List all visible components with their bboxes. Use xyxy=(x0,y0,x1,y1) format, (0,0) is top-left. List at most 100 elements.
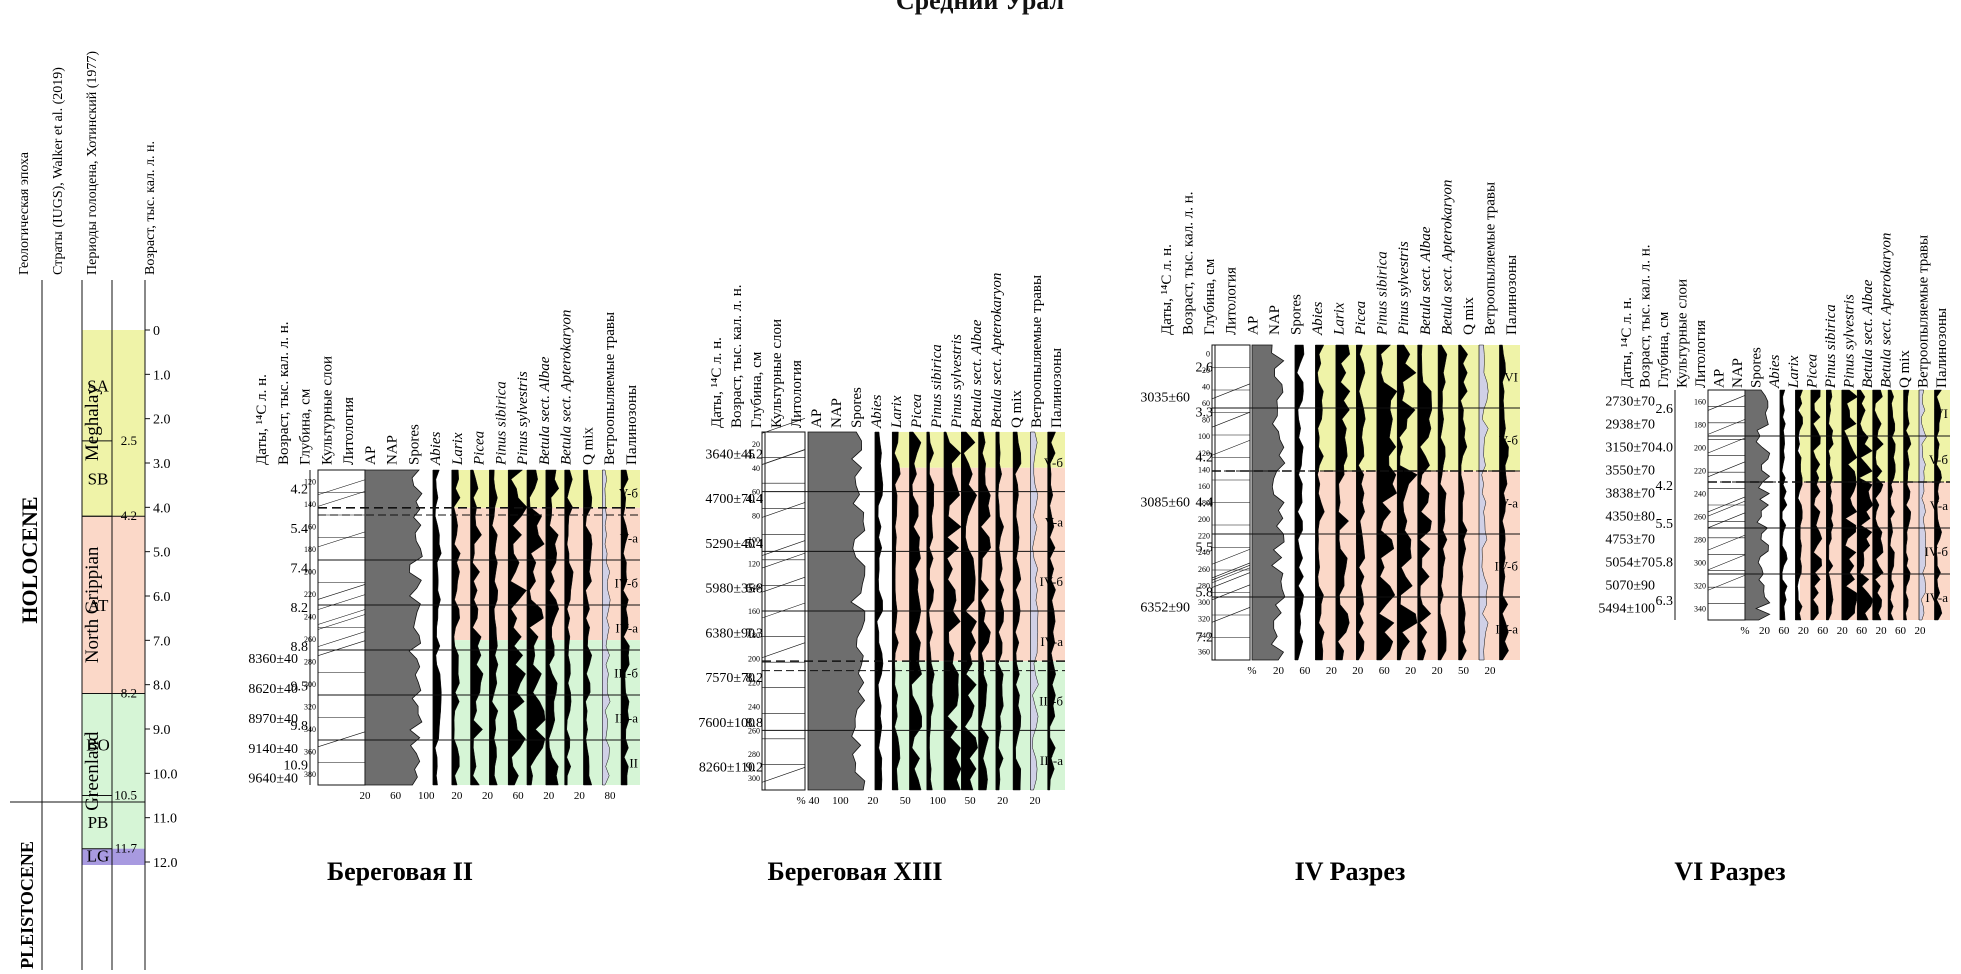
diagram-2-column-header: Литология xyxy=(789,360,805,428)
diagram-2-x-tick-label: 100 xyxy=(929,795,946,807)
period-label-pb: PB xyxy=(88,813,109,832)
diagram-1-column-header: Pinus sibirica xyxy=(493,381,509,466)
diagram-1-taxon-curve xyxy=(564,469,574,786)
diagram-1-column-header: Даты, ¹⁴С л. н. xyxy=(254,374,270,465)
diagram-3-x-tick-label: 20 xyxy=(1352,665,1364,677)
diagram-4-x-tick-label: 20 xyxy=(1837,625,1849,637)
diagram-2-column-header: Палинозоны xyxy=(1049,348,1065,428)
diagram-2-calibrated-age: 5.4 xyxy=(746,537,764,552)
age-tick-label: 5.0 xyxy=(153,546,171,561)
diagram-4-column-header: Палинозоны xyxy=(1934,308,1950,388)
diagram-1-taxon-curve xyxy=(451,469,461,786)
diagram-3-radiocarbon-date: 3085±60 xyxy=(1140,496,1190,511)
age-tick-label: 1.0 xyxy=(153,368,171,383)
diagram-3-column-header: Pinus sylvestris xyxy=(1396,241,1412,336)
diagram-2-zone-label: IV-а xyxy=(1040,634,1063,649)
diagram-2-x-tick-label: 20 xyxy=(867,795,879,807)
diagram-4-lithology-hatch xyxy=(1707,512,1746,529)
diagram-2-lithology-hatch xyxy=(761,766,806,783)
diagram-3-x-tick-label: 20 xyxy=(1432,665,1444,677)
diagram-1-column-header: AP xyxy=(363,446,379,465)
diagram-1-depth-label: 240 xyxy=(304,612,316,621)
diagram-4-radiocarbon-date: 2938±70 xyxy=(1605,418,1655,433)
diagram-3-column-header: Larix xyxy=(1332,302,1348,336)
diagram-4-depth-label: 200 xyxy=(1694,444,1706,453)
diagram-3-x-tick-label: % xyxy=(1247,665,1256,677)
diagram-3-calibrated-age: 5.5 xyxy=(1196,541,1214,556)
diagram-1-depth-label: 120 xyxy=(304,477,316,486)
diagram-2-x-tick-label: 20 xyxy=(997,795,1009,807)
diagram-2-column-header: NAP xyxy=(829,398,845,428)
diagram-2-column-header: Возраст, тыс. кал. л. н. xyxy=(729,284,745,428)
diagram-1-taxon-curve xyxy=(470,469,484,786)
diagram-3-depth-label: 40 xyxy=(1202,382,1210,391)
diagram-2-lithology-hatch xyxy=(761,576,806,593)
epoch-label-holocene: HOLOCENE xyxy=(17,496,42,623)
diagram-2-lithology-hatch xyxy=(761,552,806,569)
diagram-3-taxon-curve xyxy=(1417,344,1433,661)
diagram-3-column-header: Возраст, тыс. кал. л. н. xyxy=(1181,191,1197,335)
diagram-3-lithology-hatch xyxy=(1211,548,1251,565)
diagram-4-radiocarbon-date: 5070±90 xyxy=(1605,579,1655,594)
diagram-4-column-header: Abies xyxy=(1767,355,1783,389)
diagram-3-depth-label: 280 xyxy=(1198,581,1210,590)
diagram-3-depth-label: 260 xyxy=(1198,565,1210,574)
diagram-4-taxon-curve xyxy=(1841,389,1859,621)
diagram-4-x-tick-label: 60 xyxy=(1817,625,1829,637)
diagram-1-x-tick-label: 20 xyxy=(451,790,463,802)
diagram-2-taxon-curve xyxy=(926,431,935,791)
diagram-2-lithology-hatch xyxy=(761,418,806,434)
diagram-2-lithology-hatch xyxy=(761,449,806,465)
age-tick-label: 8.0 xyxy=(153,679,171,694)
diagram-4-caption: VI Разрез xyxy=(1674,857,1785,886)
diagram-1-lithology-hatch xyxy=(317,609,366,625)
diagram-4-zone-label: VI xyxy=(1934,406,1948,421)
diagram-3-column-header: Ветроопыляемые травы xyxy=(1482,182,1498,335)
diagram-3-calibrated-age: 3.3 xyxy=(1196,406,1214,421)
age-tick-label: 11.0 xyxy=(153,812,177,827)
diagram-1-radiocarbon-date: 8970±40 xyxy=(248,712,298,727)
diagram-2-depth-label: 240 xyxy=(748,702,760,711)
diagram-4-column-header: Ветроопыляемые травы xyxy=(1915,235,1931,388)
diagram-3-taxon-curve xyxy=(1499,344,1509,661)
diagram-4-x-tick-label: 20 xyxy=(1759,625,1771,637)
diagram-3-column-header: Betula sect. Apterokaryon xyxy=(1439,180,1455,335)
diagram-1-radiocarbon-date: 9640±40 xyxy=(248,772,298,787)
diagram-2-lithology-hatch xyxy=(761,502,806,518)
diagram-1-column-header: Палинозоны xyxy=(624,385,640,465)
diagram-3-taxon-curve xyxy=(1376,344,1398,661)
diagram-2-calibrated-age: 6.8 xyxy=(746,582,764,597)
diagram-1-zone-label: IV-б xyxy=(615,576,639,591)
figure-title: Средний Урал xyxy=(895,0,1065,15)
diagram-4-lithology-hatch xyxy=(1707,461,1746,478)
diagram-3-depth-label: 120 xyxy=(1198,449,1210,458)
diagram-3-lithology-hatch xyxy=(1211,564,1251,581)
diagram-4-taxon-curve xyxy=(1903,389,1912,621)
diagram-4-lithology-hatch xyxy=(1707,534,1746,551)
diagram-4-taxon-curve xyxy=(1795,389,1803,621)
diagram-1-lithology-hatch xyxy=(317,584,366,600)
diagram-2-taxon-curve xyxy=(961,431,978,791)
diagram-3-x-tick-label: 20 xyxy=(1326,665,1338,677)
period-label-at: AT xyxy=(88,596,109,615)
diagram-2-depth-label: 100 xyxy=(748,535,760,544)
stratum-label: North Grippian xyxy=(82,546,103,663)
diagram-4-lithology-hatch xyxy=(1707,554,1746,571)
diagram-2-zone-label: V-б xyxy=(1044,455,1064,470)
diagram-1-lithology-hatch xyxy=(317,614,366,630)
diagram-2-depth-label: 180 xyxy=(748,631,760,640)
diagram-4-taxon-curve xyxy=(1934,389,1943,621)
diagram-1-taxon-curve xyxy=(526,469,546,786)
diagram-3-column-header: Spores xyxy=(1288,294,1304,335)
diagram-4-lithology-hatch xyxy=(1707,437,1746,454)
diagram-3-depth-label: 100 xyxy=(1198,432,1210,441)
diagram-4-column-header: Betula sect. Apterokaryon xyxy=(1878,233,1894,388)
diagram-1-calibrated-age: 5.4 xyxy=(291,522,309,537)
diagram-3-lithology-hatch xyxy=(1211,411,1251,428)
diagram-1-taxon-curve xyxy=(620,469,630,786)
boundary-value: 11.7 xyxy=(115,841,138,856)
diagram-4-column-header: Возраст, тыс. кал. л. н. xyxy=(1638,244,1654,388)
diagram-3-radiocarbon-date: 6352±90 xyxy=(1140,601,1190,616)
diagram-2-x-tick-label: 100 xyxy=(832,795,849,807)
diagram-4-calibrated-age: 4.0 xyxy=(1656,441,1674,456)
